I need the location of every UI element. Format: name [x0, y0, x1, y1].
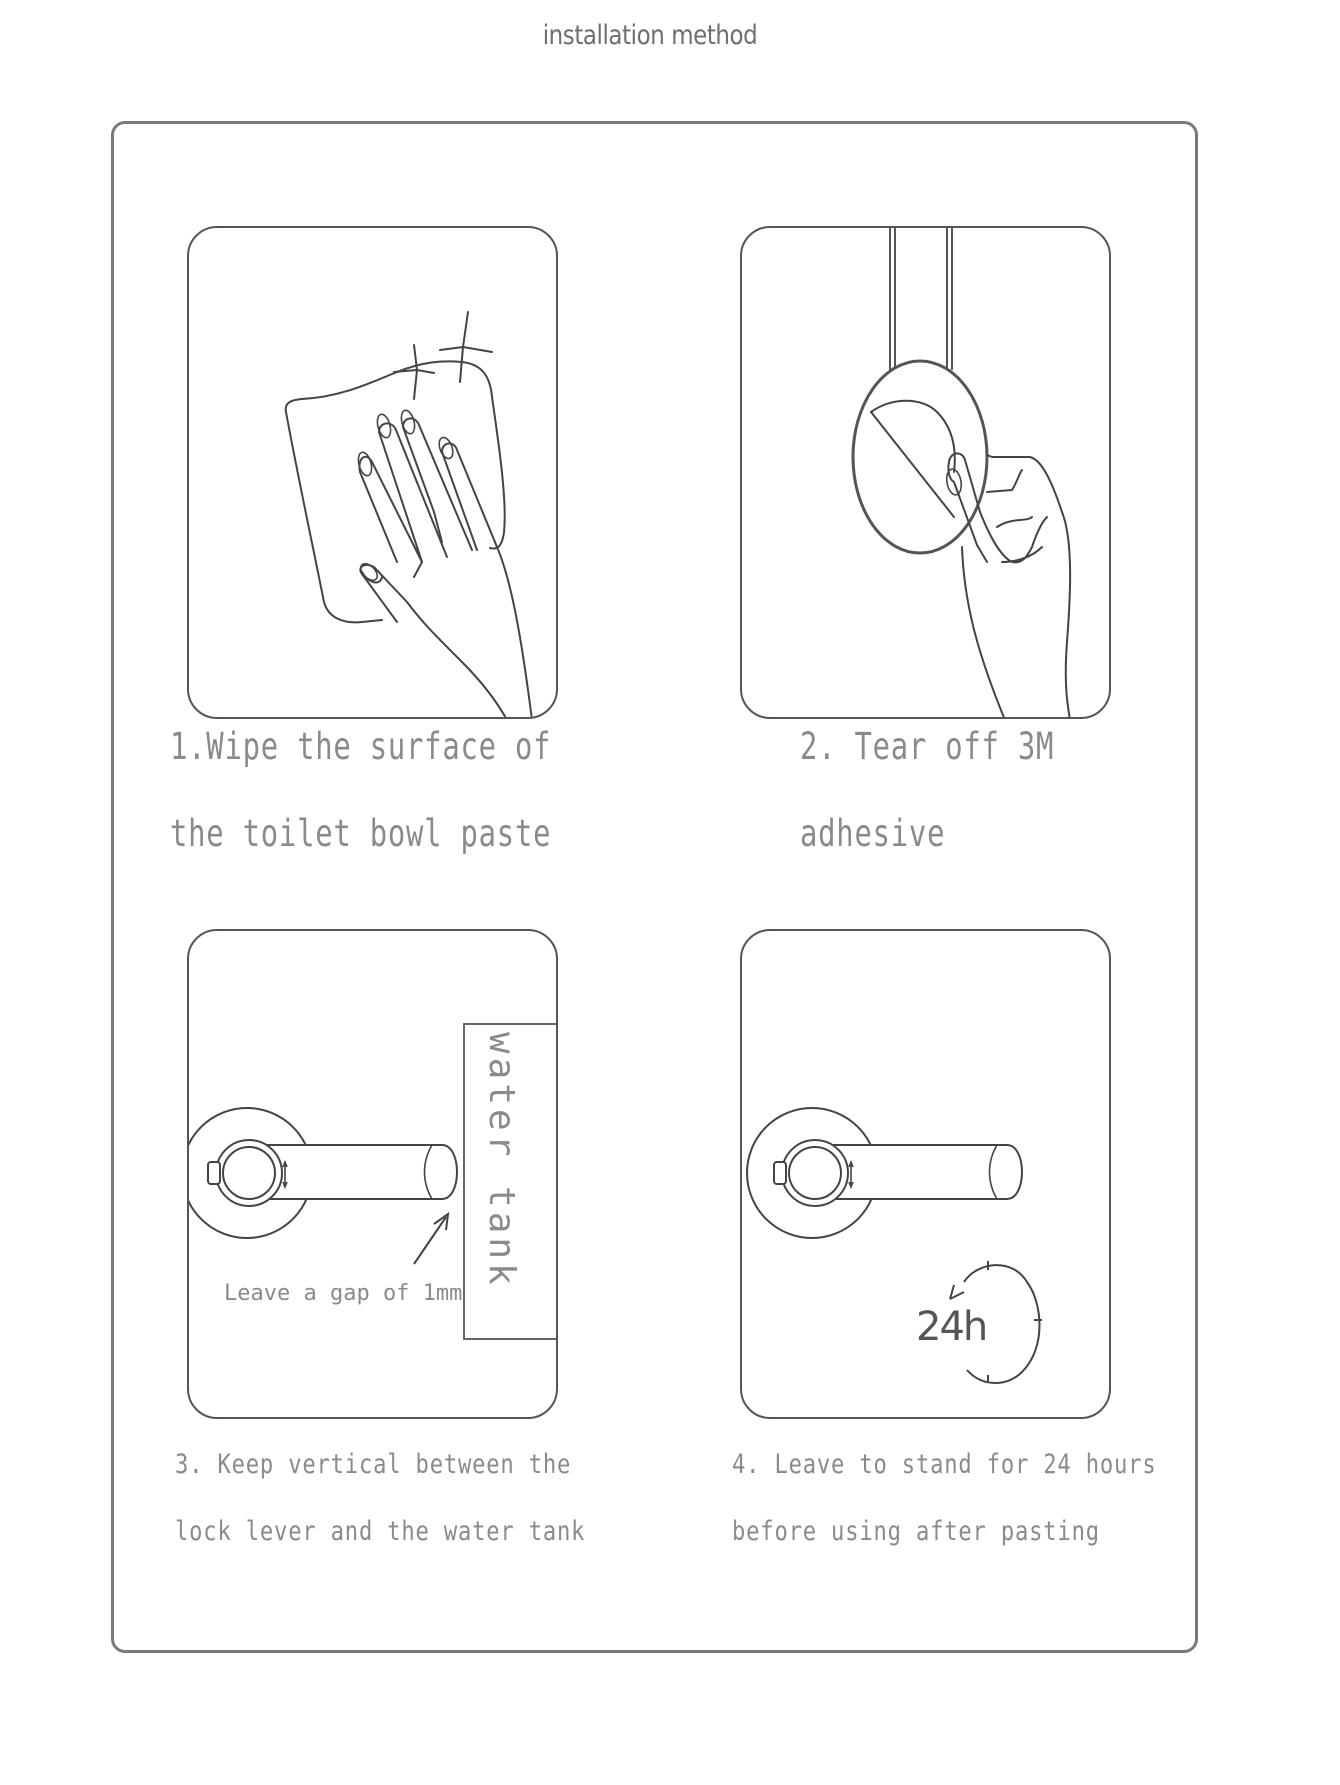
step-2-caption-line-1: 2. Tear off 3M [800, 725, 1055, 768]
step-1-caption-line-1: 1.Wipe the surface of [170, 725, 552, 768]
step-2-caption-line-2: adhesive [800, 812, 946, 855]
page-title: installation method [542, 20, 758, 51]
gap-note: Leave a gap of 1mm [224, 1281, 462, 1306]
step-3-caption-line-1: 3. Keep vertical between the [175, 1449, 572, 1480]
hand-wiping-cloth-icon [284, 311, 533, 717]
instruction-frame [111, 121, 1198, 1653]
step-1-illustration [187, 226, 558, 719]
step-3-illustration: water tank Leave a gap of 1mm [187, 929, 558, 1419]
lock-lever-24h-clock-icon: 24h [746, 1107, 1042, 1384]
clock-label: 24h [916, 1304, 986, 1350]
step-4-caption-line-1: 4. Leave to stand for 24 hours [732, 1449, 1157, 1480]
water-tank-label: water tank [481, 1032, 522, 1289]
step-4-caption-line-2: before using after pasting [732, 1516, 1100, 1547]
step-4-illustration: 24h [740, 929, 1111, 1419]
clock-icon [949, 1261, 1042, 1384]
lock-lever-water-tank-icon: water tank Leave a gap of 1mm [189, 1023, 556, 1340]
step-2-illustration [740, 226, 1111, 719]
hand-peeling-adhesive-icon [851, 228, 1072, 717]
step-3-caption-line-2: lock lever and the water tank [175, 1516, 586, 1547]
step-1-caption-line-2: the toilet bowl paste [170, 812, 552, 855]
